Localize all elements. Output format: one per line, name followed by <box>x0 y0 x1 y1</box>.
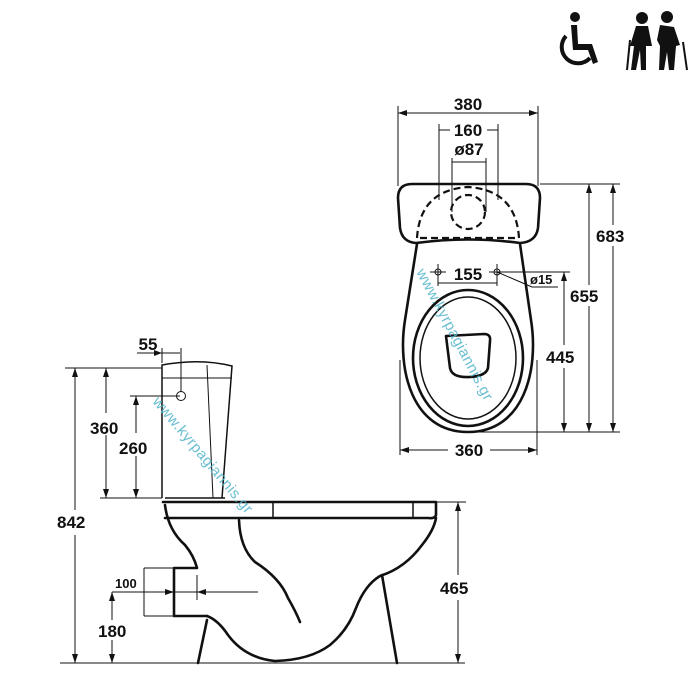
dim-total-length: 683 <box>596 227 624 246</box>
top-view: 380 160 ø87 155 ø15 445 655 683 360 www.… <box>396 95 624 460</box>
dim-outlet-height: 180 <box>98 622 126 641</box>
elderly-couple-icon <box>626 11 688 71</box>
dim-hole-to-front: 445 <box>546 348 574 367</box>
wheelchair-icon <box>559 12 598 66</box>
dim-bowl-width: 360 <box>455 441 483 460</box>
tank-dome-hidden <box>415 185 521 240</box>
tank-outline <box>396 182 542 245</box>
dim-bolt-spacing: 160 <box>454 121 482 140</box>
side-dimension-lines <box>65 348 466 663</box>
dim-bowl-length: 655 <box>570 287 598 306</box>
inlet-hidden <box>449 193 487 231</box>
side-view: 55 360 260 842 100 180 465 www.kyrpagian… <box>57 110 616 665</box>
bowl-inner <box>237 518 302 624</box>
bowl-opening <box>444 332 492 379</box>
rim <box>161 500 438 520</box>
seat-ring-outer <box>411 288 525 428</box>
dim-button-offset: 55 <box>139 335 158 354</box>
seat-holes <box>430 264 570 286</box>
dim-seat-hole-diameter: ø15 <box>530 272 552 287</box>
arrowheads <box>72 110 616 663</box>
tank-side <box>161 360 233 499</box>
seat-ring-inner <box>419 296 517 420</box>
dim-tank-height: 360 <box>90 419 118 438</box>
dim-rim-height: 465 <box>440 579 468 598</box>
dim-inlet-diameter: ø87 <box>454 140 483 159</box>
dim-button-height: 260 <box>119 439 147 458</box>
bowl-outer <box>163 503 209 618</box>
dim-total-height: 842 <box>57 513 85 532</box>
dim-tank-width: 380 <box>454 95 482 114</box>
dim-outlet-diameter: 100 <box>115 576 137 591</box>
bowl-outline <box>401 242 535 434</box>
dim-seat-hole-spacing: 155 <box>454 265 482 284</box>
trap <box>205 516 438 663</box>
